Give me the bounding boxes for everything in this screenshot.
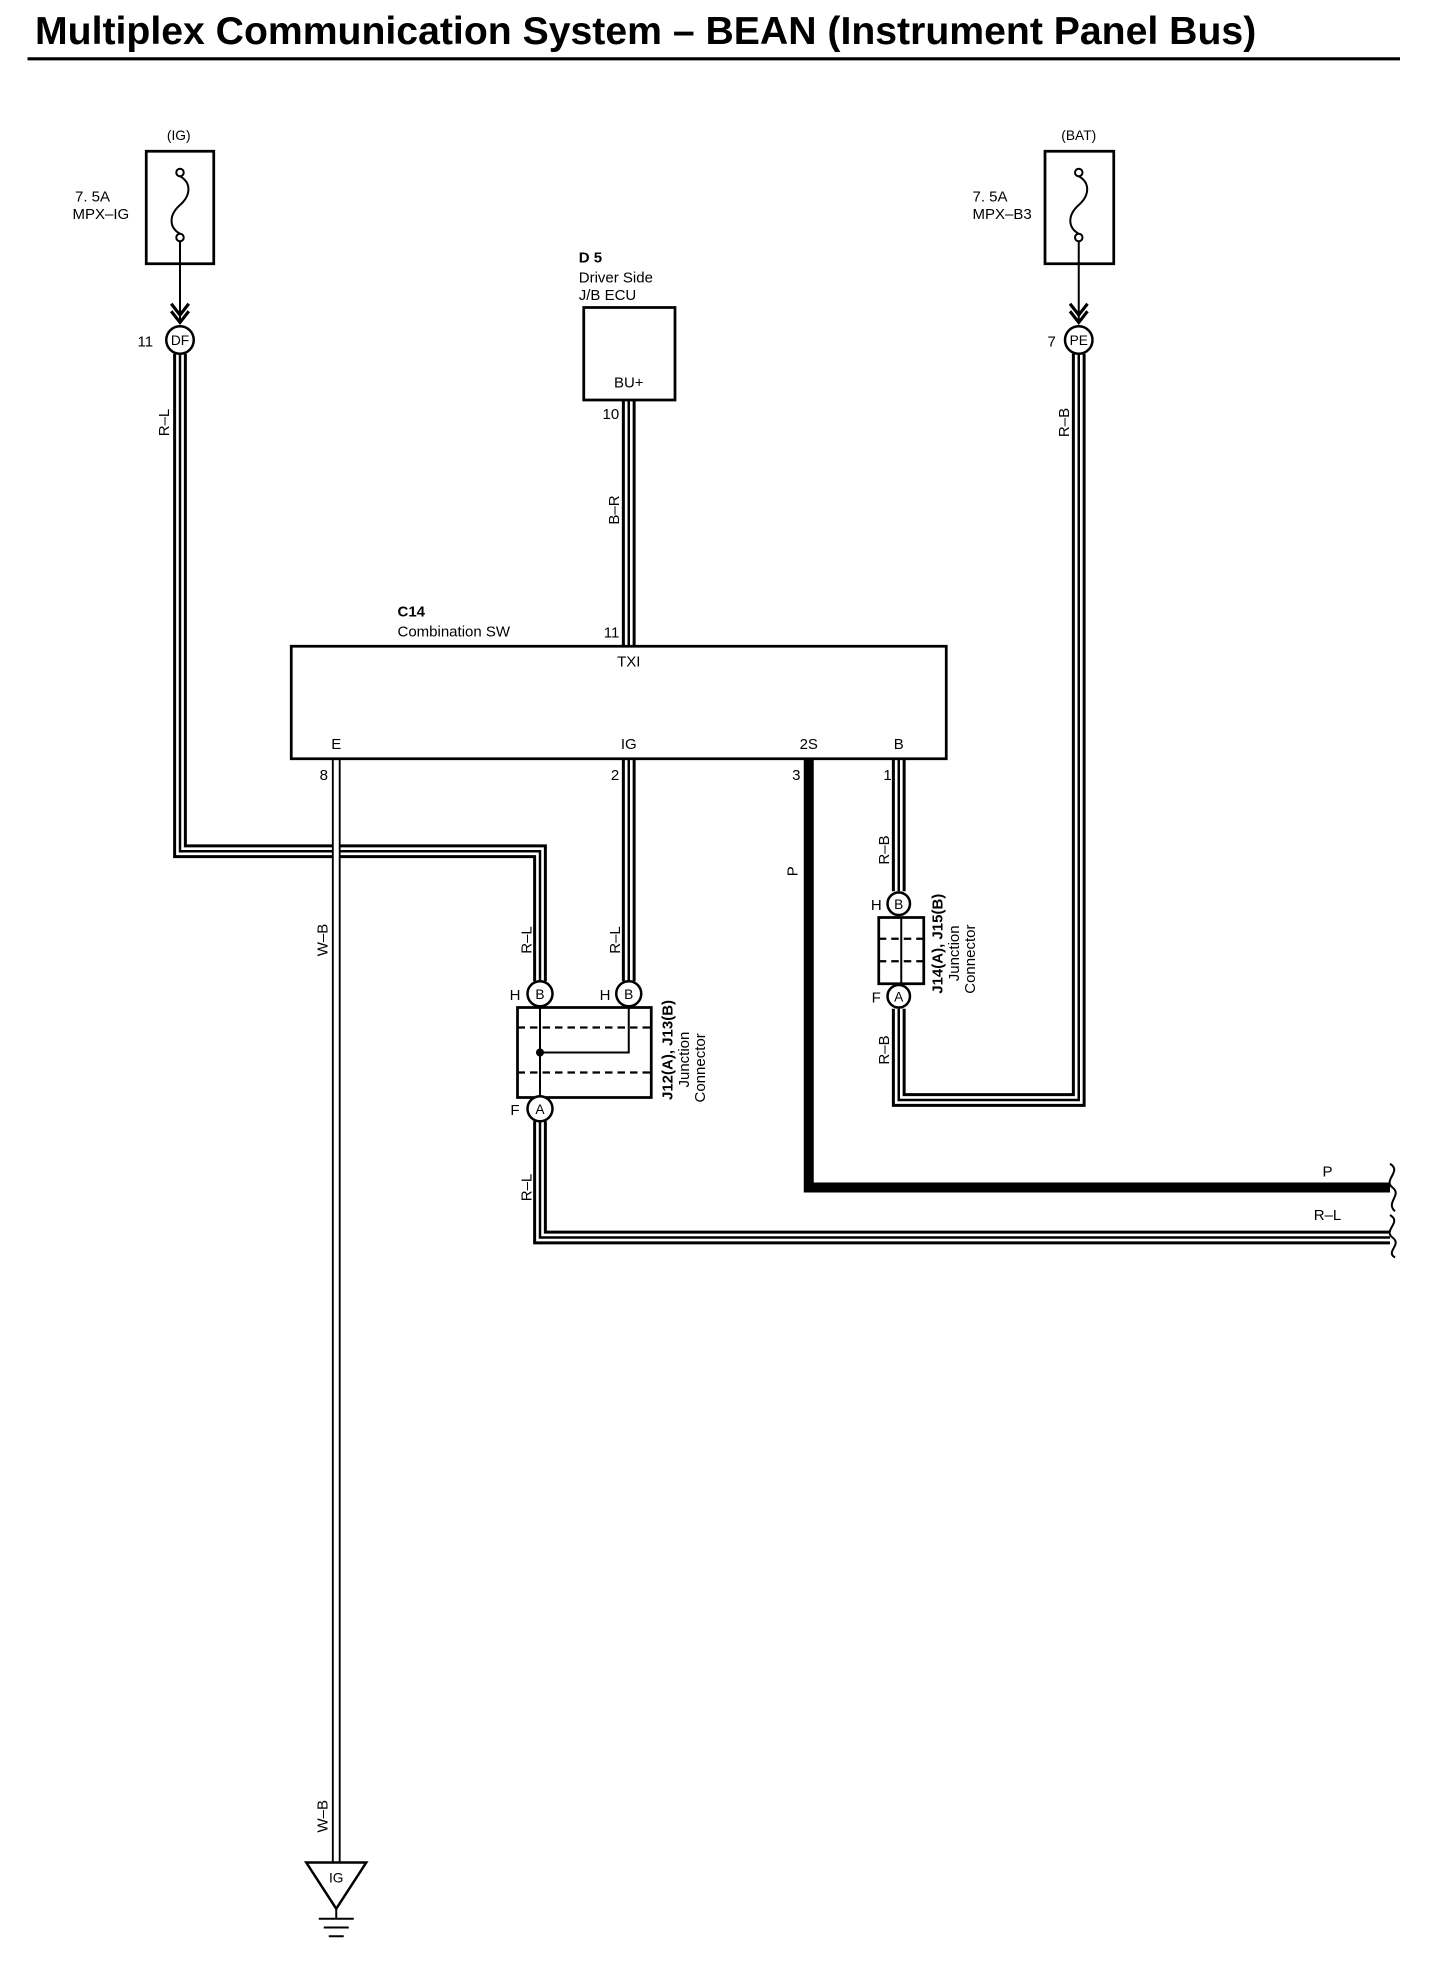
combination-switch-c14: C14 Combination SW 11 TXI E IG 2S B 8 2 … bbox=[289, 603, 948, 784]
wire-label: P bbox=[785, 866, 802, 876]
wire-label: R–B bbox=[1056, 408, 1073, 437]
c14-code: C14 bbox=[398, 603, 426, 620]
fuse-bat-rating: 7. 5A bbox=[973, 188, 1008, 205]
wire-label: R–L bbox=[518, 1174, 535, 1202]
j12-out-code: A bbox=[535, 1102, 545, 1117]
wire-label: R–L bbox=[156, 409, 173, 437]
page-title: Multiplex Communication System – BEAN (I… bbox=[35, 10, 1256, 53]
arrow-down-icon bbox=[170, 302, 190, 326]
connector-pe: PE 7 bbox=[1048, 325, 1094, 356]
fuse-mpx-ig: (IG) 7. 5A MPX–IG bbox=[73, 128, 216, 326]
c14-pin-ig: 2 bbox=[611, 767, 619, 784]
connector-df: DF 11 bbox=[138, 325, 195, 356]
c14-terminal-e: E bbox=[331, 736, 341, 753]
wire-label: R–L bbox=[518, 926, 535, 954]
splice-dot bbox=[536, 1048, 544, 1057]
wire-r-l-j12-out bbox=[540, 1121, 1390, 1237]
wire-label: R–B bbox=[876, 835, 893, 864]
wire-break-icon bbox=[1388, 1214, 1397, 1259]
wire-label: W–B bbox=[315, 924, 332, 957]
c14-terminal-b: B bbox=[894, 736, 904, 753]
j12-in-right-code: B bbox=[624, 987, 633, 1002]
c14-pin-txi: 11 bbox=[604, 625, 620, 642]
wire-break-icon bbox=[1388, 1162, 1397, 1213]
j14-desc-line1: Junction bbox=[946, 925, 963, 981]
fuse-icon bbox=[1069, 167, 1089, 321]
fuse-ig-supply: (IG) bbox=[167, 128, 191, 143]
j12-name: J12(A), J13(B) bbox=[660, 1000, 677, 1100]
ecu-code: D 5 bbox=[579, 250, 602, 267]
connector-df-code: DF bbox=[171, 333, 189, 348]
c14-name: Combination SW bbox=[398, 623, 511, 640]
wire-label: R–L bbox=[1314, 1207, 1342, 1224]
ground-icon: IG bbox=[303, 1861, 369, 1938]
c14-pin-2s: 3 bbox=[792, 767, 800, 784]
c14-terminal-txi: TXI bbox=[617, 653, 640, 670]
c14-pin-b: 1 bbox=[883, 767, 891, 784]
j14-in-code: B bbox=[894, 897, 903, 912]
ecu-terminal: BU+ bbox=[614, 375, 644, 392]
j12-out-pin: F bbox=[510, 1102, 519, 1119]
c14-terminal-ig: IG bbox=[621, 736, 637, 753]
ecu-name-line2: J/B ECU bbox=[579, 287, 637, 304]
fuse-bat-name: MPX–B3 bbox=[973, 206, 1032, 223]
ecu-d5: D 5 Driver Side J/B ECU BU+ 10 bbox=[579, 250, 677, 423]
ecu-name-line1: Driver Side bbox=[579, 270, 653, 287]
j14-out-pin: F bbox=[872, 990, 881, 1007]
wire-label: R–L bbox=[607, 926, 624, 954]
j14-desc-line2: Connector bbox=[962, 925, 979, 994]
wire-label: P bbox=[1322, 1163, 1332, 1180]
j12-desc-line1: Junction bbox=[676, 1032, 693, 1088]
ecu-box bbox=[582, 306, 677, 402]
ground-code: IG bbox=[329, 1871, 344, 1886]
fuse-ig-name: MPX–IG bbox=[73, 206, 130, 223]
j12-in-left-pin: H bbox=[510, 987, 521, 1004]
j12-in-left-code: B bbox=[535, 987, 544, 1002]
fuse-bat-supply: (BAT) bbox=[1061, 128, 1096, 143]
j12-desc-line2: Connector bbox=[692, 1033, 709, 1102]
wire-label: W–B bbox=[315, 1800, 332, 1833]
j12-in-right-pin: H bbox=[600, 987, 611, 1004]
fuse-icon bbox=[170, 167, 190, 321]
wire-label: B–R bbox=[606, 495, 623, 524]
wire-label: R–B bbox=[876, 1035, 893, 1064]
connector-pe-code: PE bbox=[1070, 333, 1088, 348]
c14-terminal-2s: 2S bbox=[800, 736, 818, 753]
j14-out-code: A bbox=[894, 989, 904, 1004]
arrow-down-icon bbox=[1068, 302, 1089, 326]
connector-pe-pin: 7 bbox=[1048, 333, 1056, 350]
j14-name: J14(A), J15(B) bbox=[930, 894, 947, 994]
junction-connector-j12: B H B H A F J12(A), J13(B) Junction Conn… bbox=[510, 980, 709, 1123]
fuse-ig-rating: 7. 5A bbox=[75, 188, 110, 205]
j14-in-pin: H bbox=[871, 897, 882, 914]
junction-connector-j14: B H A F J14(A), J15(B) Junction Connecto… bbox=[871, 891, 979, 1009]
c14-pin-e: 8 bbox=[320, 767, 328, 784]
c14-box bbox=[289, 644, 948, 761]
fuse-mpx-b3: (BAT) 7. 5A MPX–B3 bbox=[973, 128, 1116, 326]
connector-df-pin: 11 bbox=[138, 333, 154, 350]
ecu-pin: 10 bbox=[603, 406, 620, 423]
